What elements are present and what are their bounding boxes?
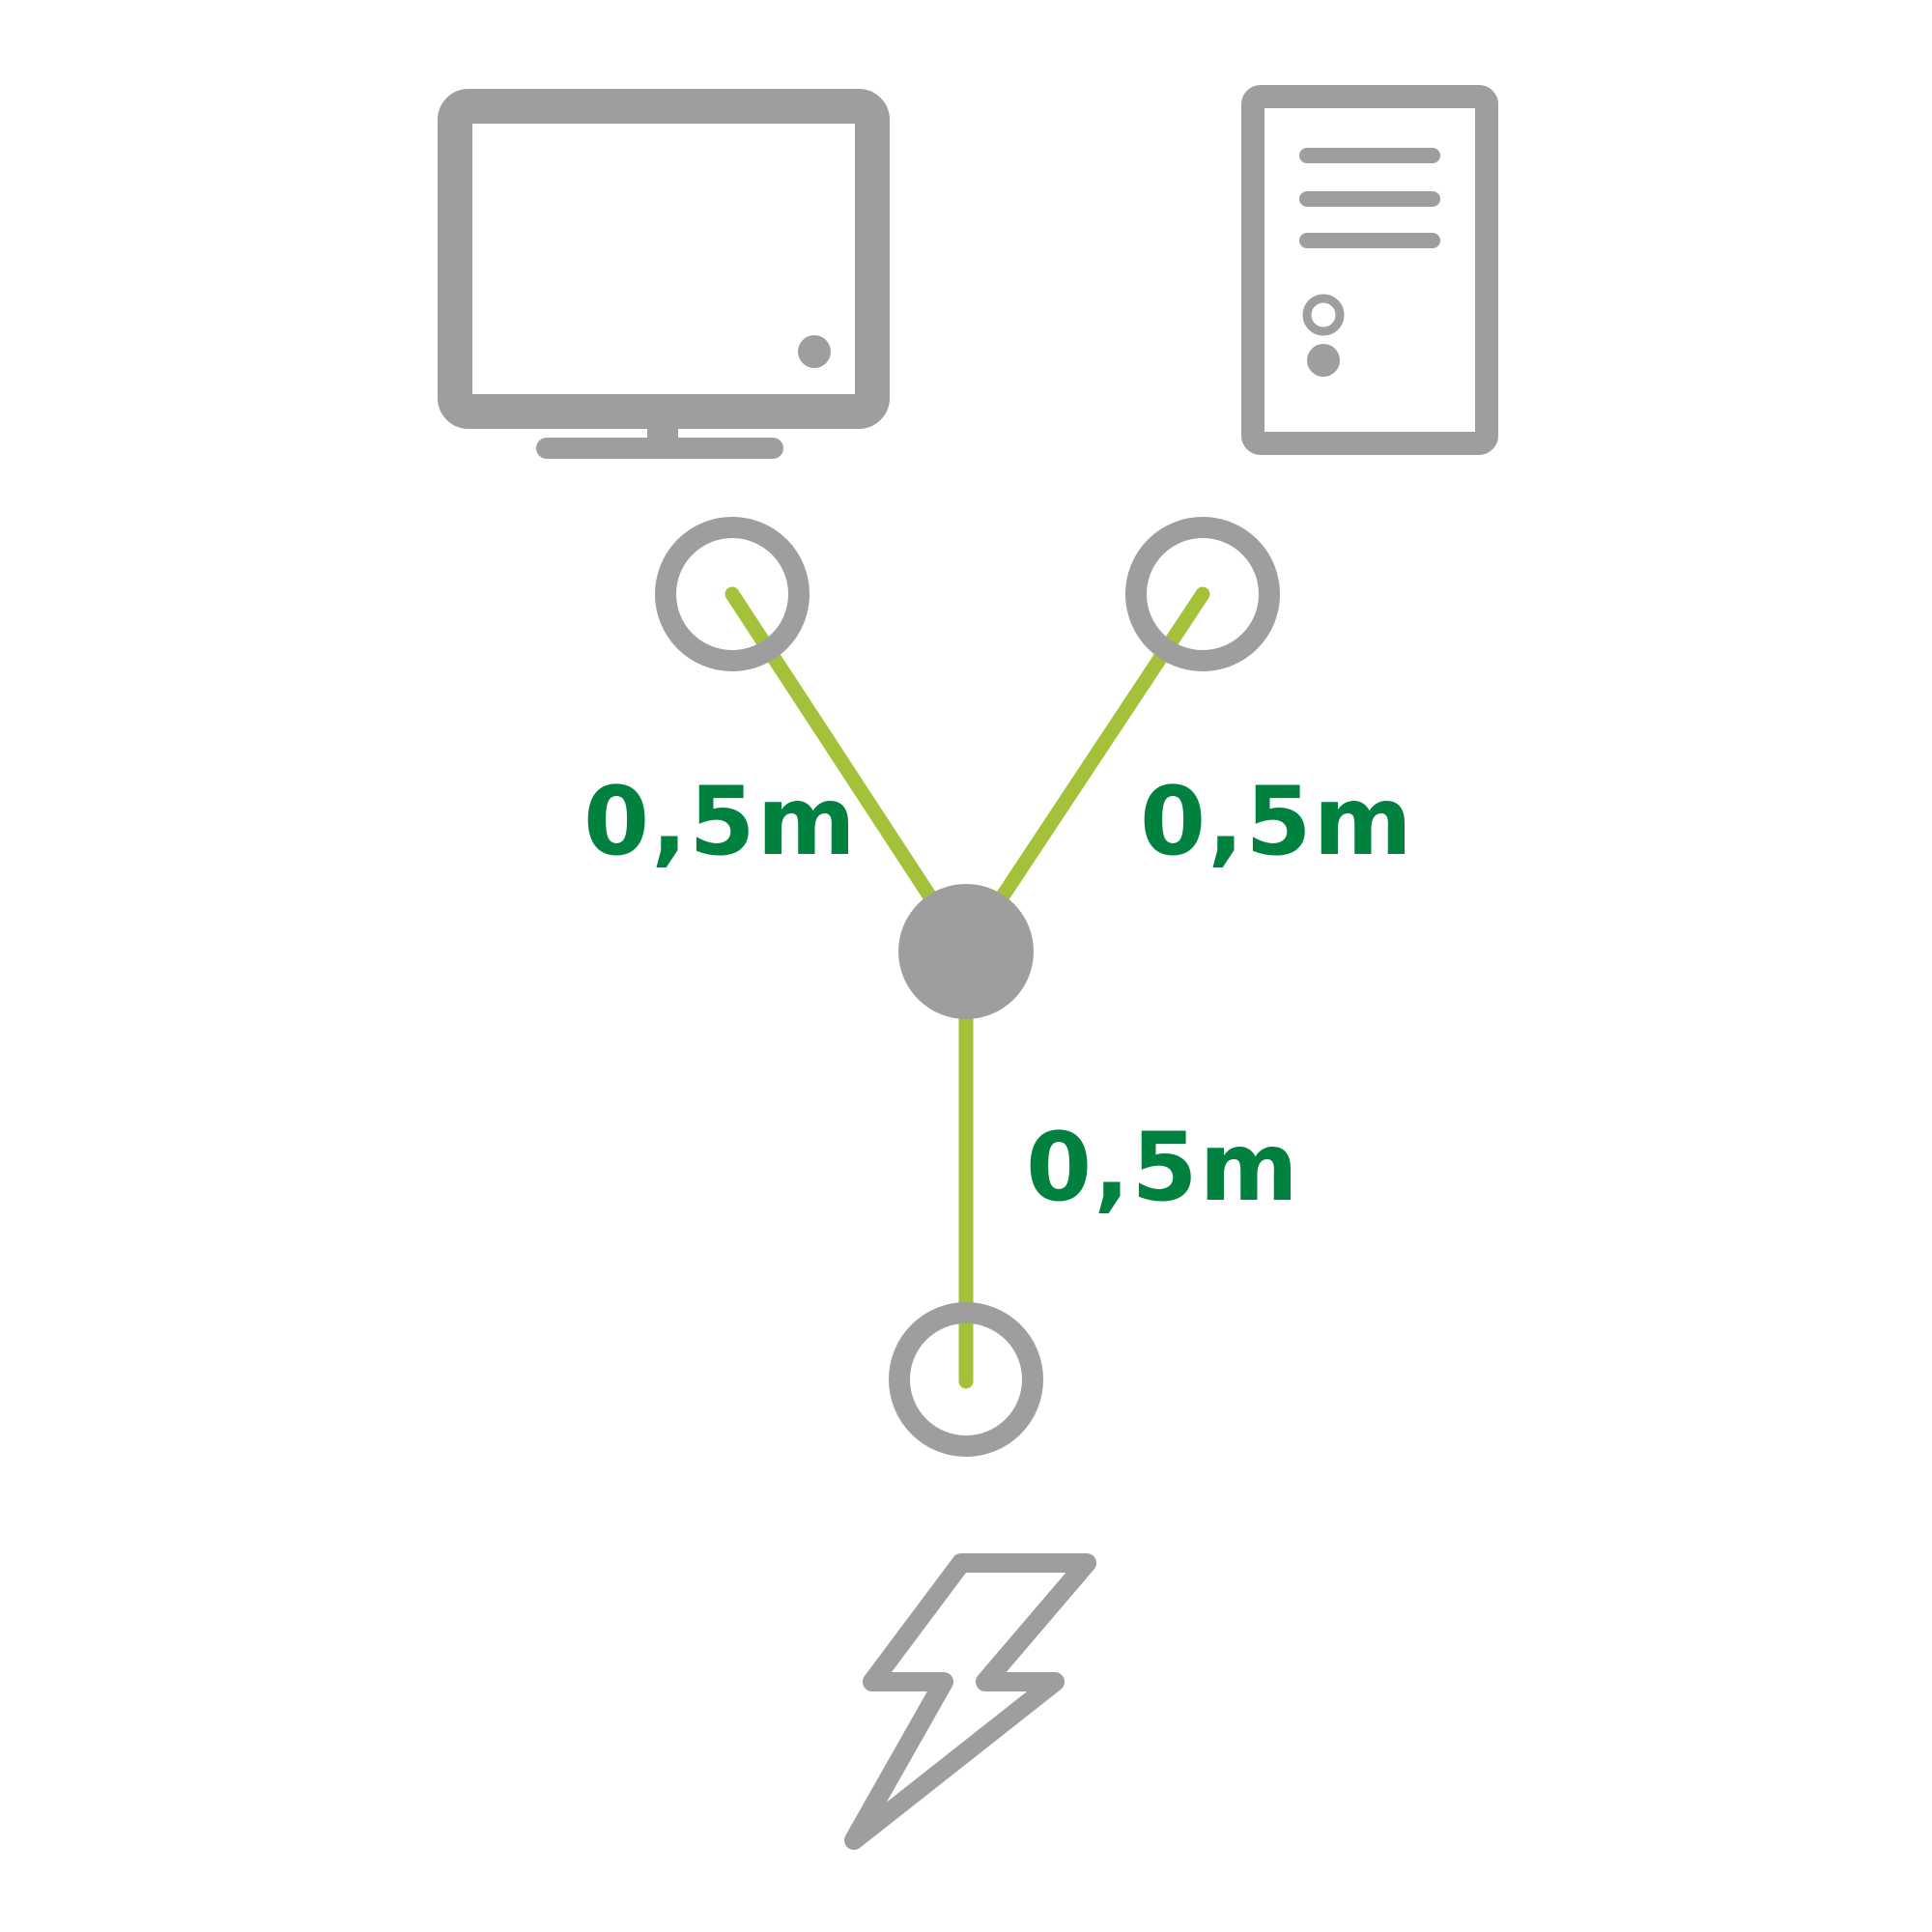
- splitter-junction: [898, 884, 1034, 1019]
- pc-branch-length-label: 0,5m: [1140, 767, 1414, 877]
- pc-tower-icon: [1241, 85, 1498, 455]
- monitor-branch-length-label: 0,5m: [583, 767, 858, 877]
- monitor-connector-ring: [655, 517, 810, 671]
- pc-connector-ring: [1125, 517, 1280, 671]
- power-branch-length-label: 0,5m: [1026, 1113, 1300, 1223]
- monitor-icon: [438, 89, 890, 459]
- lightning-bolt-icon: [844, 1553, 1096, 1850]
- power-connector-ring: [889, 1302, 1043, 1457]
